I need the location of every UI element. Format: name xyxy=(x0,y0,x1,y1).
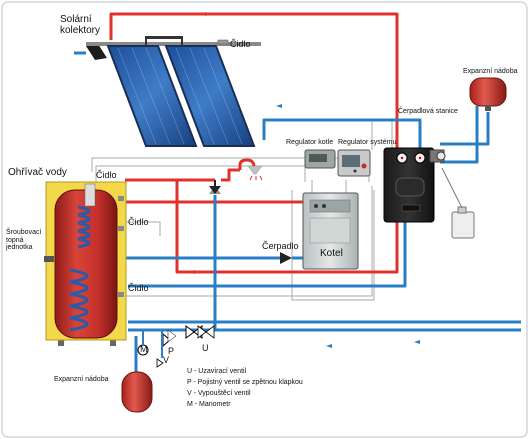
label-expansion-vessel-top: Expanzní nádoba xyxy=(463,68,518,75)
label-solar-collectors: Solární kolektory xyxy=(60,14,101,36)
label-pump-station: Čerpadlová stanice xyxy=(398,108,458,115)
shower-head xyxy=(238,158,263,181)
legend-item: P - Pojistný ventil se zpětnou klapkou xyxy=(187,379,303,386)
mixing-valve xyxy=(209,180,221,194)
label-system-controller: Regulator systému xyxy=(338,139,397,146)
label-valve-u: U xyxy=(202,343,209,353)
label-sensor-tank-bottom: Čidlo xyxy=(128,283,149,293)
water-heater-tank xyxy=(44,181,127,346)
circulation-pump xyxy=(280,252,292,264)
label-sensor-tank-top: Čidlo xyxy=(96,170,117,180)
legend-item: M - Manometr xyxy=(187,401,231,408)
system-controller xyxy=(337,149,371,177)
legend-item: U - Uzavírací ventil xyxy=(187,368,247,375)
hot-pipes xyxy=(109,12,399,274)
label-valve-m: M xyxy=(140,344,148,354)
antifreeze-canister xyxy=(441,167,475,239)
boiler-controller xyxy=(304,149,336,169)
label-pump: Čerpadlo xyxy=(262,241,299,251)
expansion-vessel-top xyxy=(469,77,507,111)
boiler-unit xyxy=(302,192,359,270)
label-sensor-tank-mid: Čidlo xyxy=(128,217,149,227)
label-boiler: Kotel xyxy=(320,248,343,259)
label-sensor-top: Čidlo xyxy=(230,39,251,49)
flow-arrows-cold xyxy=(276,104,420,348)
label-screw-heating-unit: Šroubovací topná jednotka xyxy=(6,229,42,252)
label-water-heater: Ohřívač vody xyxy=(8,167,67,178)
flow-arrows-hot xyxy=(189,12,211,274)
label-valve-p: P xyxy=(168,346,175,356)
label-expansion-vessel-bottom: Expanzní nádoba xyxy=(54,376,109,383)
legend-item: V - Vypouštěcí ventil xyxy=(187,390,251,397)
collector-sensor xyxy=(217,39,229,45)
solar-collectors xyxy=(86,36,261,147)
expansion-vessel-bottom xyxy=(121,371,153,413)
label-boiler-controller: Regulator kotle xyxy=(286,139,334,146)
valve-group xyxy=(137,325,215,368)
pump-station xyxy=(383,147,446,223)
label-valve-v: V xyxy=(163,355,170,365)
drain-valve-icon xyxy=(156,358,164,368)
